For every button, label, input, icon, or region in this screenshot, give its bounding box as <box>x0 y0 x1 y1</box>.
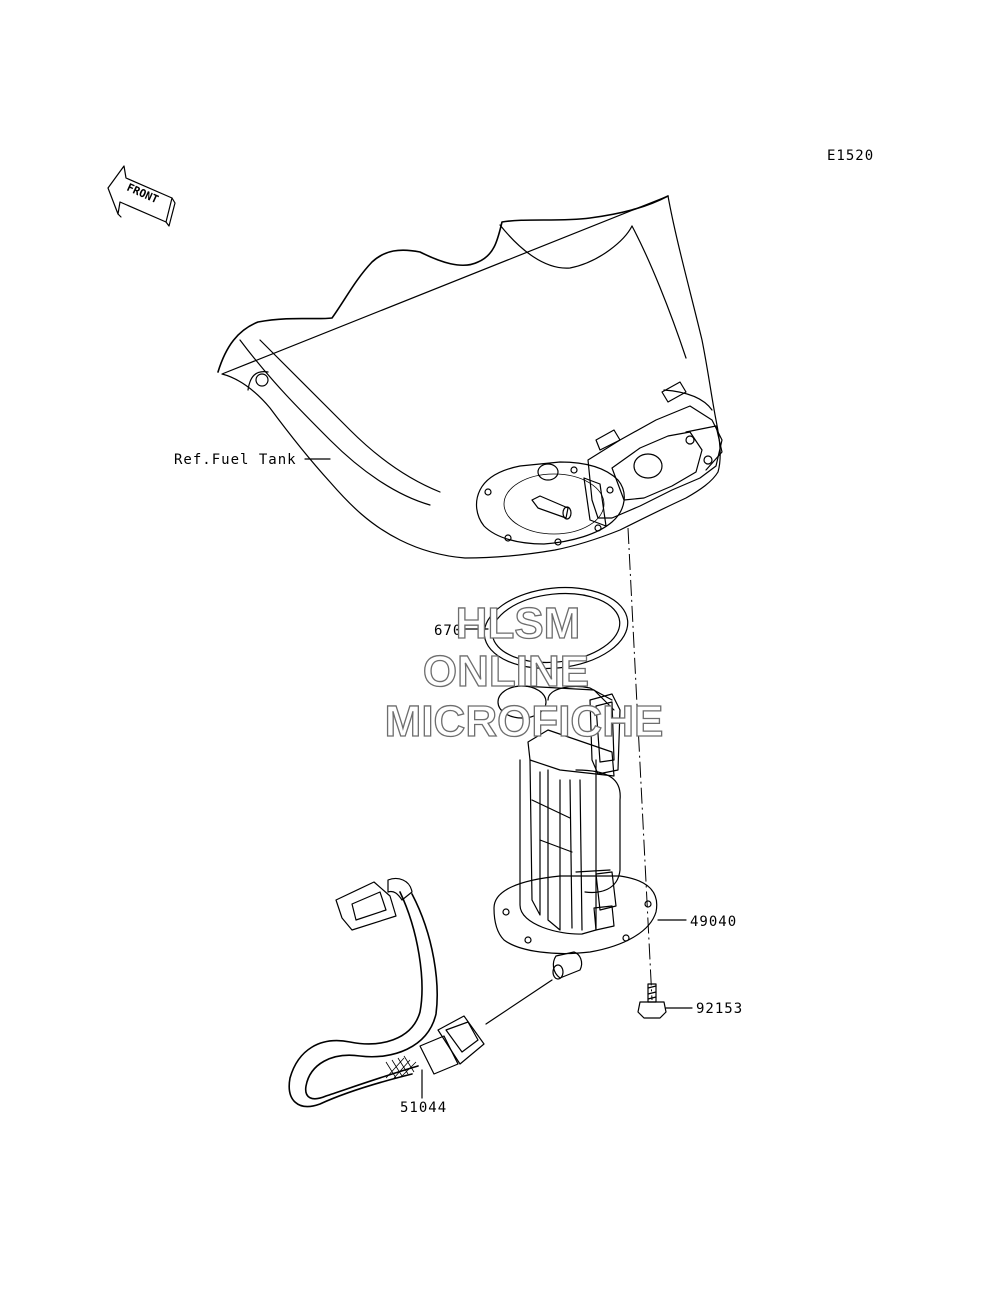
fuel-pump-assembly <box>493 685 658 980</box>
fuel-tank <box>217 195 723 559</box>
o-ring-gasket <box>483 586 629 670</box>
alignment-line <box>627 527 653 1001</box>
part-label-51044: 51044 <box>400 1100 447 1116</box>
bolt-icon <box>637 983 667 1019</box>
part-label-92153: 92153 <box>696 1001 743 1017</box>
reference-label: Ref.Fuel Tank <box>174 452 297 468</box>
part-label-670: 670 <box>434 623 462 639</box>
watermark-line-2: ONLINE <box>423 647 589 696</box>
watermark-line-3: MICROFICHE <box>385 697 664 746</box>
watermark-line-1: HLSM <box>456 599 581 648</box>
part-label-49040: 49040 <box>690 914 737 930</box>
watermark: HLSM ONLINE MICROFICHE <box>384 598 664 746</box>
front-arrow-icon: FRONT <box>107 165 176 227</box>
fuel-hose <box>288 877 553 1108</box>
diagram-code: E1520 <box>827 148 874 164</box>
